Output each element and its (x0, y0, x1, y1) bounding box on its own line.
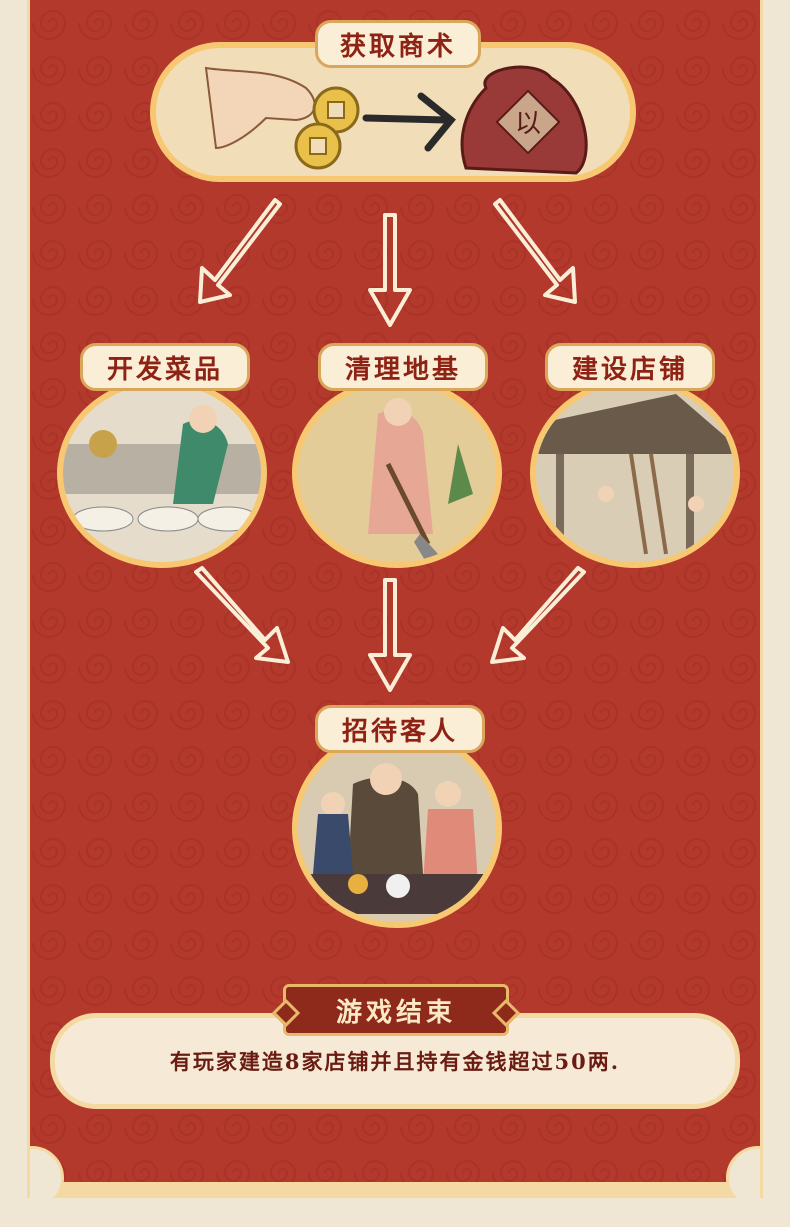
game-end-box: 有玩家建造8家店铺并且持有金钱超过50两. (50, 1013, 740, 1109)
game-end-condition: 有玩家建造8家店铺并且持有金钱超过50两. (169, 1049, 621, 1074)
flow-arrows-bottom (194, 566, 586, 692)
arrow-down-icon (368, 213, 412, 327)
arrow-down-right-icon-2 (194, 566, 290, 664)
acquire-illustration: 以 (150, 42, 636, 182)
step-label-acquire: 获取商术 (315, 20, 481, 68)
build-shop-illustration (530, 378, 740, 568)
arrow-down-right-icon (493, 198, 577, 304)
arrow-down-left-icon (198, 198, 282, 304)
game-end-title: 游戏结束 (271, 984, 521, 1036)
step-label-clear-ground: 清理地基 (318, 343, 488, 391)
step-label-develop-dishes: 开发菜品 (80, 343, 250, 391)
arrow-down-icon-2 (368, 578, 412, 692)
clear-ground-illustration (292, 378, 502, 568)
step-label-build-shop: 建设店铺 (545, 343, 715, 391)
arrow-right-icon (362, 92, 456, 152)
develop-dishes-illustration (57, 378, 267, 568)
bag-seal-char: 以 (515, 109, 541, 139)
panel-bottom-border (30, 1182, 760, 1198)
corner-ornament-left (30, 1146, 64, 1198)
receive-guests-illustration (292, 728, 502, 928)
game-end-title-text: 游戏结束 (335, 997, 456, 1028)
arrow-down-left-icon-2 (490, 566, 586, 664)
flow-arrows-top (198, 198, 577, 327)
step-label-receive-guests: 招待客人 (315, 705, 485, 753)
